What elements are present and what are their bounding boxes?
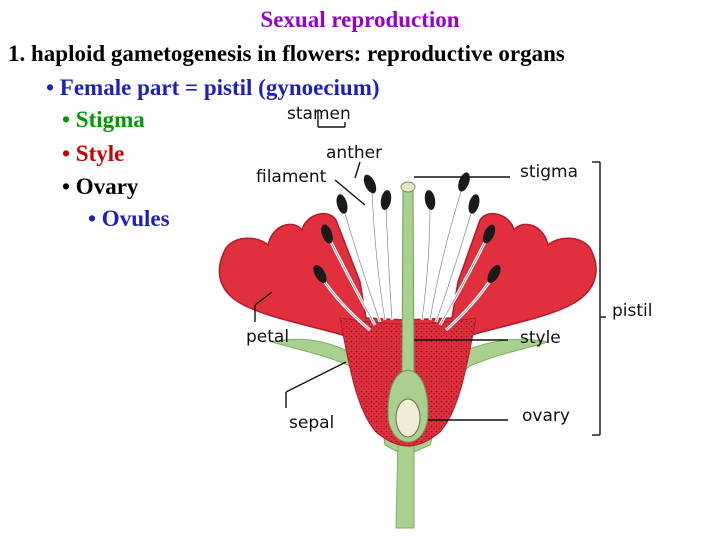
ovule <box>395 398 421 438</box>
stem <box>395 439 415 529</box>
slide-title: Sexual reproduction <box>260 7 460 32</box>
slide-heading: 1. haploid gametogenesis in flowers: rep… <box>8 41 565 66</box>
label-anther: anther <box>326 143 383 163</box>
label-pistil: pistil <box>612 301 653 321</box>
label-sepal: sepal <box>289 413 335 433</box>
bullet-ovules: • Ovules <box>88 206 170 231</box>
bullet-stigma: • Stigma <box>62 107 145 132</box>
label-ovary: ovary <box>522 406 570 426</box>
label-stamen: stamen <box>287 104 351 124</box>
style-tube <box>401 189 415 373</box>
bullet-style: • Style <box>62 141 125 166</box>
bullet-ovary: • Ovary <box>62 174 139 199</box>
label-petal: petal <box>246 327 290 347</box>
annotation-lines <box>254 110 606 436</box>
label-stigma: stigma <box>520 162 579 182</box>
label-filament: filament <box>256 167 327 187</box>
stamens-outline <box>321 187 493 331</box>
stigma-tip <box>400 181 416 193</box>
female-part-line: • Female part = pistil (gynoecium) <box>46 75 380 100</box>
label-style: style <box>520 328 561 348</box>
